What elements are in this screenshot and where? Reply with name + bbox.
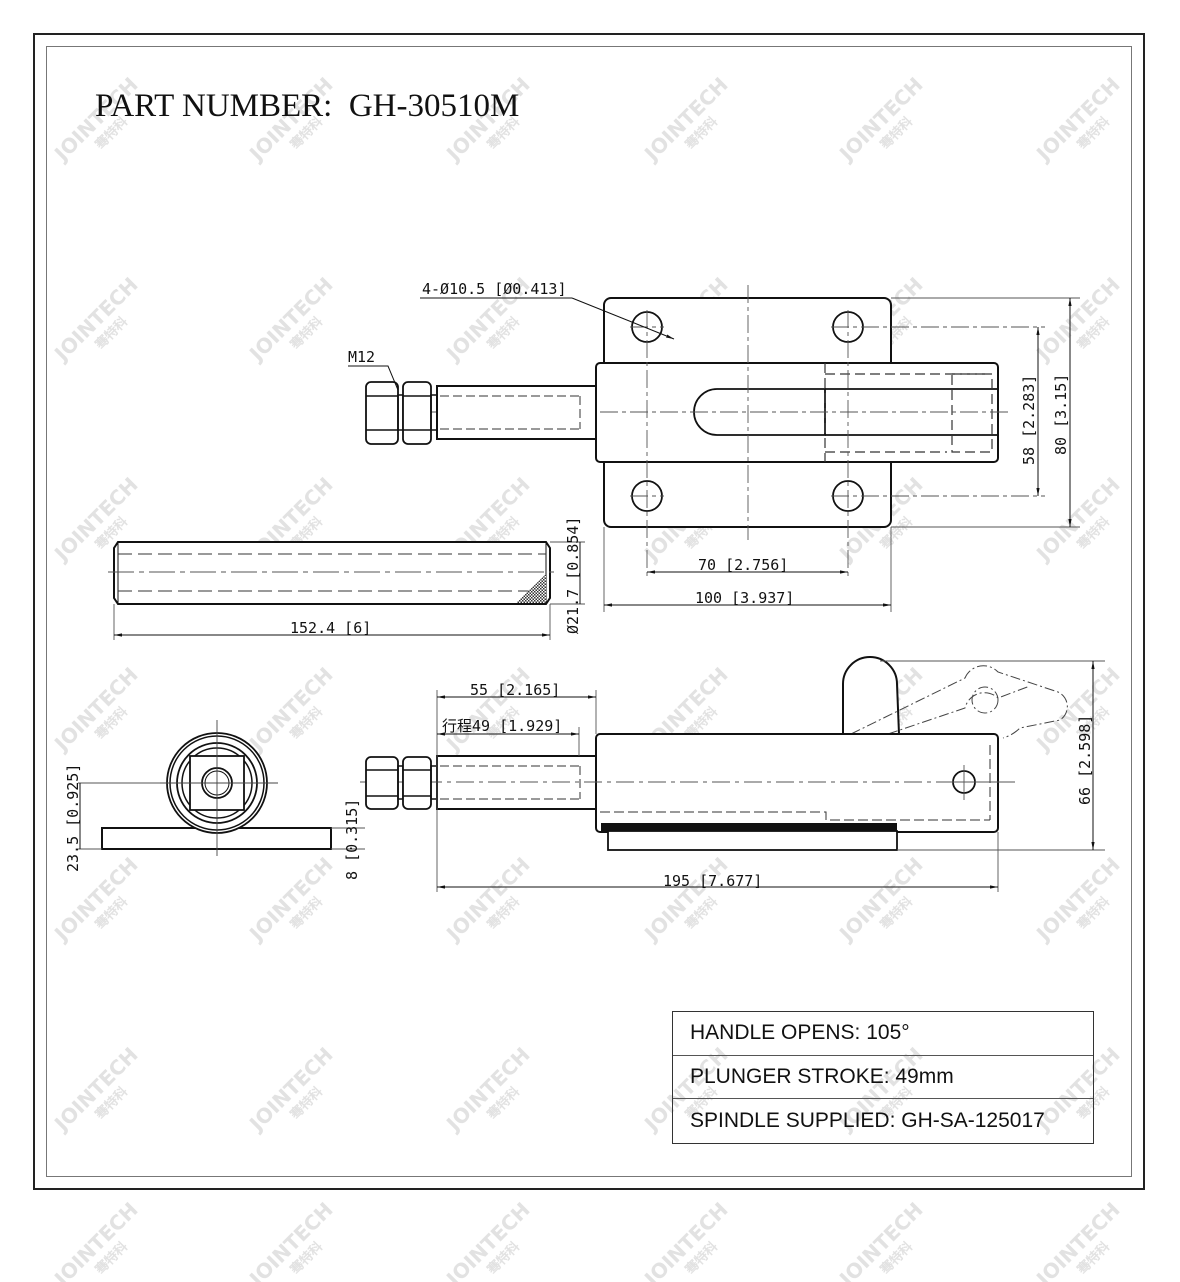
svg-text:JOINTECH: JOINTECH (243, 852, 337, 946)
side-view (360, 656, 1105, 892)
svg-text:JOINTECH: JOINTECH (48, 852, 142, 946)
drawing-border-inner (46, 46, 1132, 1177)
top-view (348, 285, 1080, 612)
drawing-border-outer (33, 33, 1145, 1190)
svg-text:JOINTECH: JOINTECH (1030, 472, 1124, 566)
svg-text:JOINTECH: JOINTECH (440, 852, 534, 946)
svg-text:JOINTECH: JOINTECH (638, 72, 732, 166)
svg-text:JOINTECH: JOINTECH (440, 662, 534, 756)
dim-extension: 55 [2.165] (470, 681, 560, 699)
dim-80: 80 [3.15] (1052, 374, 1070, 455)
svg-text:JOINTECH: JOINTECH (1030, 272, 1124, 366)
svg-text:JOINTECH: JOINTECH (243, 272, 337, 366)
end-view (78, 720, 365, 856)
svg-text:JOINTECH: JOINTECH (833, 852, 927, 946)
spec-row-plunger-stroke: PLUNGER STROKE: 49mm (673, 1056, 1093, 1099)
svg-text:JOINTECH: JOINTECH (48, 662, 142, 756)
dim-center-height: 23.5 [0.925] (64, 764, 82, 872)
dim-spindle-length: 152.4 [6] (290, 619, 371, 637)
svg-text:JOINTECH: JOINTECH (48, 272, 142, 366)
thread-label: M12 (348, 348, 375, 366)
dim-70: 70 [2.756] (698, 556, 788, 574)
svg-text:JOINTECH: JOINTECH (48, 1042, 142, 1136)
dim-spindle-diameter: Ø21.7 [0.854] (564, 517, 582, 634)
dim-58: 58 [2.283] (1020, 375, 1038, 465)
svg-text:JOINTECH: JOINTECH (1030, 852, 1124, 946)
dim-100: 100 [3.937] (695, 589, 794, 607)
svg-text:JOINTECH: JOINTECH (1030, 72, 1124, 166)
dim-base-thickness: 8 [0.315] (343, 799, 361, 880)
spec-row-spindle-supplied: SPINDLE SUPPLIED: GH-SA-125017 (690, 1108, 1045, 1132)
dim-handle-height: 66 [2.598] (1076, 715, 1094, 805)
dim-stroke: 行程49 [1.929] (442, 717, 562, 735)
hole-callout-label: 4-Ø10.5 [Ø0.413] (422, 280, 567, 298)
spec-row-handle-opens: HANDLE OPENS: 105° (673, 1012, 1093, 1056)
svg-text:JOINTECH: JOINTECH (243, 1042, 337, 1136)
spec-table: HANDLE OPENS: 105° PLUNGER STROKE: 49mm … (672, 1011, 1094, 1144)
svg-text:JOINTECH: JOINTECH (638, 852, 732, 946)
svg-text:JOINTECH: JOINTECH (440, 1042, 534, 1136)
svg-text:JOINTECH: JOINTECH (833, 72, 927, 166)
spindle-view (108, 541, 585, 640)
page-title: PART NUMBER: GH-30510M (95, 88, 520, 124)
svg-text:JOINTECH: JOINTECH (243, 662, 337, 756)
dim-overall-length: 195 [7.677] (663, 872, 762, 890)
